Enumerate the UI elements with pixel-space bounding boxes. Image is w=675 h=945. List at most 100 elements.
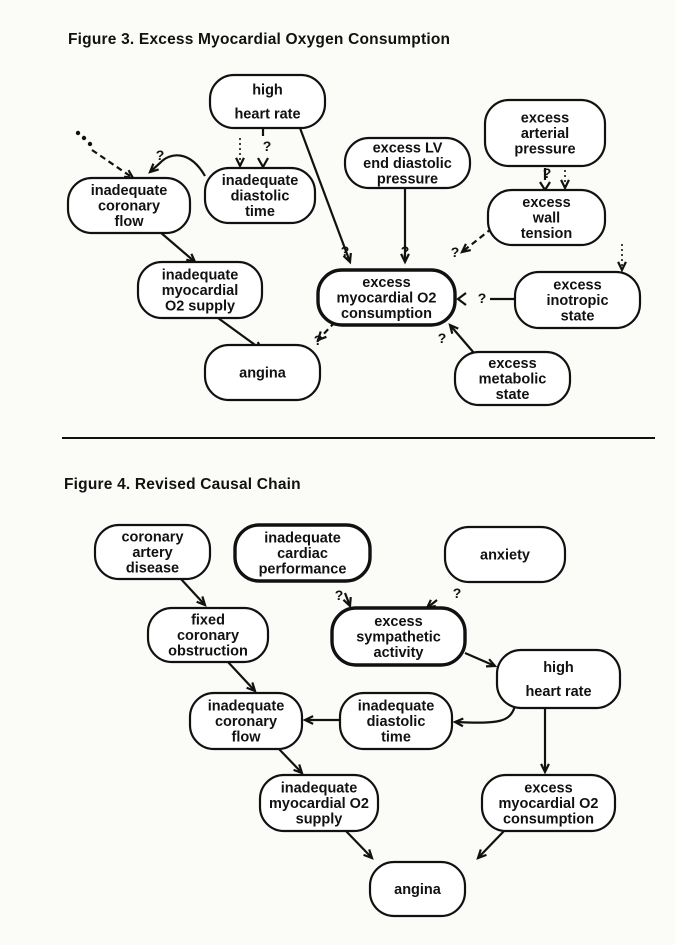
arrowhead-icon <box>448 323 459 334</box>
node-label: sympathetic <box>356 630 441 646</box>
node-label: flow <box>115 214 145 230</box>
node-label: heart rate <box>525 684 591 700</box>
node-label: coronary <box>121 530 183 546</box>
node-box <box>483 98 607 168</box>
edge-line <box>159 231 196 263</box>
node-box <box>233 523 372 583</box>
node-box <box>203 166 317 225</box>
edge-inadequate-cardiac-performance-to-excess-sympathetic-activity: ? <box>335 587 352 609</box>
edge-excess-wall-tension-to-excess-o2-consumption: ? <box>451 221 501 260</box>
node-box <box>66 176 192 235</box>
arrowhead-icon <box>456 292 467 306</box>
node-label: flow <box>232 730 262 746</box>
node-anxiety: anxiety <box>443 525 567 584</box>
arrowhead-icon <box>540 763 550 775</box>
arrowhead-icon <box>452 717 464 728</box>
node-label: excess <box>488 356 536 372</box>
node-label: excess <box>362 275 410 291</box>
node-box <box>338 691 454 751</box>
edge-line <box>149 154 206 177</box>
node-label: pressure <box>514 142 575 158</box>
node-box <box>188 691 304 751</box>
node-label: obstruction <box>168 644 248 660</box>
figure-3-title: Figure 3. Excess Myocardial Oxygen Consu… <box>68 31 451 48</box>
uncertainty-mark: ? <box>335 587 344 603</box>
arrowhead-icon <box>148 163 159 174</box>
arrowhead-icon <box>342 596 352 609</box>
node-label: fixed <box>191 613 225 629</box>
edge-anxiety-to-excess-sympathetic-activity: ? <box>425 585 461 610</box>
node-box <box>495 648 622 710</box>
node-box <box>93 523 212 581</box>
edge-unknown-source-to-inadequate-diastolic-time <box>235 138 245 169</box>
edge-line <box>454 705 517 724</box>
node-label: disease <box>126 561 179 577</box>
edge-unknown-source-to-excess-wall-tension <box>560 160 570 191</box>
node-high-heart-rate: high heart rate <box>495 648 622 710</box>
node-label: diastolic <box>231 189 290 205</box>
uncertainty-mark: ? <box>438 330 447 346</box>
edge-inadequate-coronary-flow-to-inadequate-o2-supply <box>277 747 304 775</box>
node-box <box>316 268 457 327</box>
arrowhead-icon <box>460 243 472 254</box>
node-box <box>203 343 322 402</box>
node-label: coronary <box>177 628 239 644</box>
node-label: excess LV <box>373 141 443 157</box>
node-box <box>443 525 567 584</box>
node-box <box>513 270 642 330</box>
node-label: angina <box>394 882 442 898</box>
node-label: inadequate <box>91 183 168 199</box>
node-label: excess <box>374 614 422 630</box>
node-box <box>453 350 572 407</box>
node-label: angina <box>239 366 287 382</box>
uncertainty-mark: ? <box>478 290 487 306</box>
edge-high-heart-rate-to-excess-o2-consumption <box>540 708 550 775</box>
uncertainty-mark: ? <box>156 147 165 163</box>
node-label: time <box>245 204 275 220</box>
node-label: myocardial O2 <box>499 796 599 812</box>
uncertainty-mark: ? <box>341 243 350 259</box>
node-label: inadequate <box>281 781 358 797</box>
node-label: arterial <box>521 126 569 142</box>
arrowhead-icon <box>485 658 498 668</box>
node-label: inadequate <box>208 699 285 715</box>
edge-excess-o2-consumption-to-angina: ? <box>314 321 336 348</box>
node-label: heart rate <box>234 107 300 123</box>
edge-excess-lv-pressure-to-excess-o2-consumption: ? <box>400 188 410 265</box>
arrowhead-icon <box>246 682 257 693</box>
edge-high-heart-rate-to-excess-o2-consumption: ? <box>298 127 352 265</box>
arrowhead-icon <box>316 331 327 342</box>
ellipsis-dot <box>81 135 87 141</box>
node-label: excess <box>553 278 601 294</box>
node-angina: angina <box>203 343 322 402</box>
node-angina: angina <box>368 860 467 918</box>
node-label: inadequate <box>264 531 341 547</box>
node-label: wall <box>532 211 560 227</box>
edge-line <box>227 661 256 692</box>
node-box <box>368 860 467 918</box>
edge-line <box>179 577 206 606</box>
node-label: performance <box>259 562 347 578</box>
node-label: anxiety <box>480 548 530 564</box>
node-label: inadequate <box>222 173 299 189</box>
arrowhead-icon <box>293 764 304 775</box>
ellipsis-dot <box>87 141 93 147</box>
node-box <box>486 188 607 247</box>
node-label: pressure <box>377 172 438 188</box>
node-label: coronary <box>98 199 160 215</box>
node-box <box>208 73 327 130</box>
node-label: tension <box>521 226 573 242</box>
node-label: high <box>543 660 574 676</box>
node-box <box>343 136 472 190</box>
arrowhead-icon <box>476 849 487 860</box>
arrowhead-icon <box>400 253 410 265</box>
node-label: inotropic <box>546 293 608 309</box>
